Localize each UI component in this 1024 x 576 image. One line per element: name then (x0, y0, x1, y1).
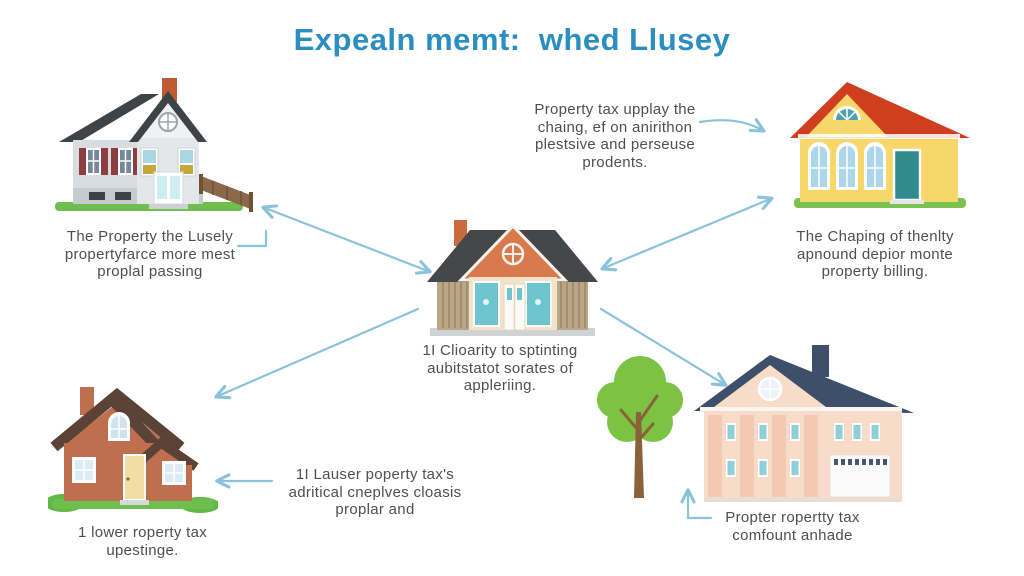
page-title: Expealn memt: whed Llusey (293, 22, 731, 57)
arrow-center-yellowhouse (600, 195, 774, 272)
arrow-grayhouse-center (261, 204, 432, 275)
pane-window (177, 147, 196, 177)
annotation-center: 1I Clioarity to sptinting aubitstatot so… (400, 342, 600, 395)
tree-illustration (597, 356, 683, 498)
annotation-line: apnound depior monte (796, 245, 954, 263)
center-house-illustration (427, 220, 598, 336)
arched-window (836, 142, 858, 190)
annotation-line: 1I Clioarity to sptinting (422, 342, 578, 359)
annotation-line: propertyfarce more mest (64, 245, 236, 263)
annotation-line: upestinge. (106, 541, 179, 559)
pane-window (140, 147, 159, 177)
arrow-center-to-bottomleft (214, 307, 420, 400)
annotation-line: proplar and (335, 501, 415, 518)
annotation-bottom-left: 1 lower roperty tax upestinge. (45, 524, 240, 559)
arched-window (108, 412, 130, 441)
annotation-line: 1I Lauser poperty tax's (295, 466, 455, 483)
annotation-right: The Chaping of thenlty apnound depior mo… (780, 228, 970, 281)
annotation-line: appleriing. (463, 377, 537, 394)
arched-window (864, 142, 886, 190)
annotation-line: 1 lower roperty tax (77, 524, 208, 541)
annotation-top-center: Property tax upplay the chaing, ef on an… (515, 101, 715, 171)
pane-window (162, 461, 186, 485)
arched-window (808, 142, 830, 190)
gray-house-illustration (55, 78, 253, 212)
annotation-line: prodents. (582, 153, 648, 171)
pane-window (72, 457, 96, 483)
garage-door (829, 454, 891, 498)
shuttered-window (111, 148, 140, 175)
mansion-building-illustration (694, 345, 914, 502)
annotation-line: Property tax upplay the (534, 101, 696, 118)
annotation-line: The Property the Lusely (66, 228, 234, 245)
annotation-line: proplal passing (97, 263, 203, 280)
shuttered-window (79, 148, 108, 175)
small-window (726, 423, 880, 477)
annotation-line: aubitstatot sorates of (427, 359, 573, 377)
brick-house-illustration (48, 387, 218, 513)
annotation-bottom-right: Propter ropertty tax comfount anhade (705, 509, 880, 544)
yellow-house-illustration (790, 82, 970, 208)
annotation-left: The Property the Lusely propertyfarce mo… (35, 228, 265, 281)
annotation-line: comfount anhade (732, 526, 853, 544)
annotation-line: chaing, ef on anirithon (537, 118, 693, 136)
annotation-bottom-middle: 1I Lauser poperty tax's adritical cneplv… (275, 466, 475, 519)
annotation-line: plestsive and perseuse (534, 136, 696, 153)
annotation-line: The Chaping of thenlty (796, 228, 954, 245)
annotation-line: adritical cneplves cloasis (288, 483, 462, 501)
fence (199, 174, 253, 212)
annotation-line: Propter ropertty tax (725, 509, 860, 526)
annotation-line: property billing. (821, 263, 929, 280)
